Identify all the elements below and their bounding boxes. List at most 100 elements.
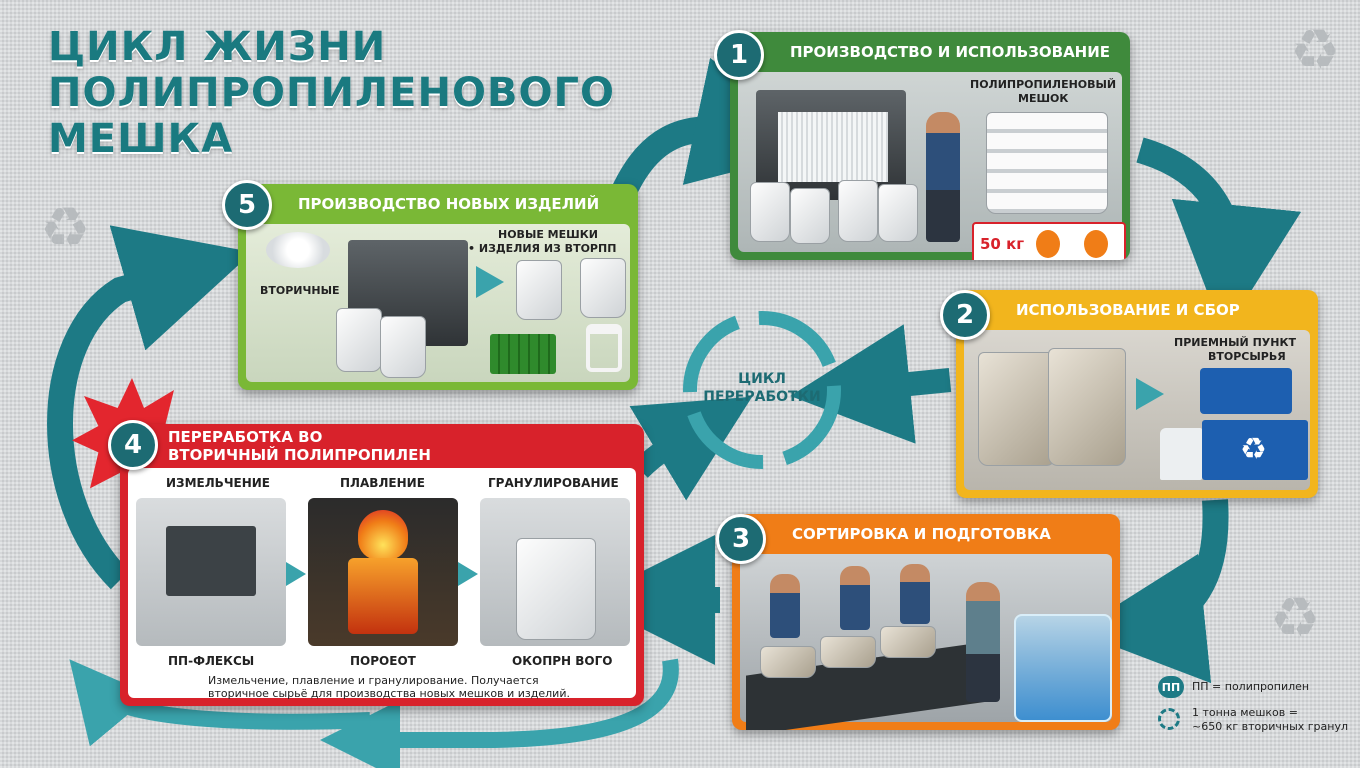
weight-icon [1036,230,1060,258]
title-line-1: ЦИКЛ ЖИЗНИ [48,24,387,70]
sack-image [790,188,830,244]
step-2-number: 2 [940,290,990,340]
weight-box: 50 кг [972,222,1126,260]
new-sack-image [516,260,562,320]
center-label-line-1: ЦИКЛ [738,371,786,387]
sack-image [380,316,426,378]
stage-3-label: ГРАНУЛИРОВАНИЕ [488,476,619,490]
step-1-label-2: МЕШОК [1018,92,1069,105]
arrow-1-to-2 [1136,137,1302,335]
arrow-2-to-center [790,324,952,444]
step-4-description-line-1: Измельчение, плавление и гранулирование.… [208,674,539,687]
truck-container [1202,420,1308,480]
step-4-description-line-2: вторичное сырьё для производства новых м… [208,687,570,700]
stage-1-label: ИЗМЕЛЬЧЕНИЕ [166,476,270,490]
shredder-machine [166,526,256,596]
worker-figure [900,564,930,624]
step-1-number: 1 [714,30,764,80]
page-title: ЦИКЛ ЖИЗНИ ПОЛИПРОПИЛЕНОВОГО МЕШКА [48,24,615,162]
stage-2-caption: ПОРОЕОТ [350,654,416,668]
step-4-body: ИЗМЕЛЬЧЕНИЕ ПЛАВЛЕНИЕ ГРАНУЛИРОВАНИЕ ПП-… [128,468,636,700]
legend-text-2: 1 тонна мешков = [1192,706,1298,719]
step-5-number: 5 [222,180,272,230]
legend: ПП ПП = полипропилен 1 тонна мешков = ~6… [1158,672,1354,752]
recycle-watermark-icon: ♻ [40,196,91,261]
step-1-label-1: ПОЛИПРОПИЛЕНОВЫЙ [970,78,1117,91]
dirty-sack-image [978,352,1056,466]
granule-pile [266,232,330,268]
legend-cycle-icon [1158,708,1180,730]
step-4-description: Измельчение, плавление и гранулирование.… [208,674,570,700]
step-4-number: 4 [108,420,158,470]
worker-figure [966,582,1000,702]
arrow-right-icon [458,562,478,586]
sorted-sack [880,626,936,658]
plastic-crate [490,334,556,374]
recycle-watermark-icon: ♻ [1290,18,1341,83]
melt-barrel [348,558,418,634]
weight-icon [1084,230,1108,258]
dirty-sack-image [1048,348,1126,466]
step-2-title: ИСПОЛЬЗОВАНИЕ И СБОР [1016,301,1240,319]
weight-label: 50 кг [980,235,1025,253]
step-1-body: ПОЛИПРОПИЛЕНОВЫЙ МЕШОК 50 кг [738,72,1126,260]
step-5-panel: ПРОИЗВОДСТВО НОВЫХ ИЗДЕЛИЙ ВТОРИЧНЫЕ НОВ… [238,184,638,390]
recycle-watermark-icon: ♻ [1270,586,1321,651]
center-cycle-ring [683,311,841,469]
sack-image [750,182,790,242]
step-1-panel: ПРОИЗВОДСТВО И ИСПОЛЬЗОВАНИЕ ПОЛИПРОПИЛЕ… [730,32,1130,260]
worker-figure [840,566,870,630]
flame-icon [358,510,408,560]
melter-box [308,498,458,646]
title-line-3: МЕШКА [48,116,234,162]
step-2-label-1: ПРИЕМНЫЙ ПУНКТ [1174,336,1296,349]
step-3-number: 3 [716,514,766,564]
step-5-label-2: • ИЗДЕЛИЯ ИЗ ВТОРПП [468,242,617,255]
step-5-label-3: ВТОРИЧНЫЕ [260,284,340,297]
recycling-bin [1200,368,1292,414]
worker-figure [926,112,960,242]
stage-2-label: ПЛАВЛЕНИЕ [340,476,425,490]
sorted-sack [820,636,876,668]
sack-image [838,180,878,242]
legend-badge: ПП [1158,676,1184,698]
step-4-panel: ПЕРЕРАБОТКА ВО ВТОРИЧНЫЙ ПОЛИПРОПИЛЕН ИЗ… [120,424,644,706]
step-1-title: ПРОИЗВОДСТВО И ИСПОЛЬЗОВАНИЕ [790,43,1111,61]
step-5-label-1: НОВЫЕ МЕШКИ [498,228,598,241]
sack-image [336,308,382,372]
shredder-box [136,498,286,646]
step-3-body [740,554,1112,730]
center-label: ЦИКЛ ПЕРЕРАБОТКИ [700,370,824,406]
arrow-bottom-left [69,659,371,747]
new-sack-image [580,258,626,318]
arrow-4-to-5 [47,225,253,590]
step-2-label-2: ВТОРСЫРЬЯ [1208,350,1286,363]
step-4-title-line-2: ВТОРИЧНЫЙ ПОЛИПРОПИЛЕН [168,446,431,464]
sack-stack [986,112,1108,214]
step-5-title: ПРОИЗВОДСТВО НОВЫХ ИЗДЕЛИЙ [298,195,600,213]
woven-fabric [778,112,888,182]
arrow-bottom-return [320,658,679,768]
step-4-title-line-1: ПЕРЕРАБОТКА ВО [168,428,323,446]
arrow-right-icon [286,562,306,586]
step-2-body: ПРИЕМНЫЙ ПУНКТ ВТОРСЫРЬЯ ♻ [964,330,1310,490]
step-4-title: ПЕРЕРАБОТКА ВО ВТОРИЧНЫЙ ПОЛИПРОПИЛЕН [168,428,431,464]
legend-text-1: ПП = полипропилен [1192,680,1310,693]
title-line-2: ПОЛИПРОПИЛЕНОВОГО [48,70,615,116]
legend-text-3: ~650 кг вторичных гранул [1192,720,1348,733]
granule-sack [516,538,596,640]
step-3-title: СОРТИРОВКА И ПОДГОТОВКА [792,525,1051,543]
arrow-right-icon [476,266,504,298]
worker-figure [770,574,800,638]
arrow-2-to-3 [1075,499,1229,684]
sack-image [878,184,918,242]
step-5-body: ВТОРИЧНЫЕ НОВЫЕ МЕШКИ • ИЗДЕЛИЯ ИЗ ВТОРП… [246,224,630,382]
plastic-chair [586,324,622,372]
arrow-to-bin-icon [1136,378,1164,410]
step-3-panel: СОРТИРОВКА И ПОДГОТОВКА [732,514,1120,730]
stage-1-caption: ПП-ФЛЕКСЫ [168,654,255,668]
wash-tank [1014,614,1112,722]
truck-cab [1160,428,1202,480]
granule-box [480,498,630,646]
step-2-panel: ИСПОЛЬЗОВАНИЕ И СБОР ПРИЕМНЫЙ ПУНКТ ВТОР… [956,290,1318,498]
